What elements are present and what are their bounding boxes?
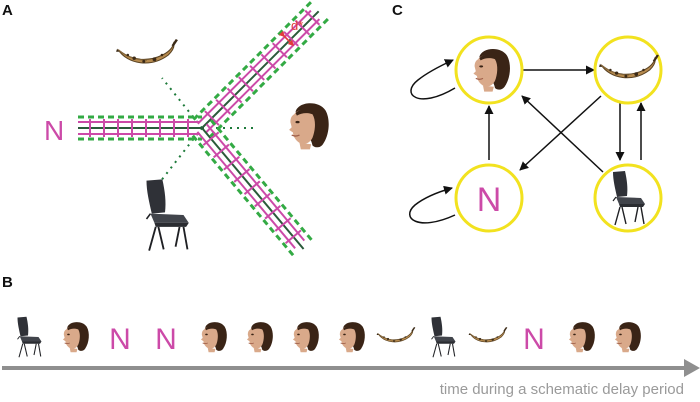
sequence-item-banana-icon	[468, 326, 508, 343]
sequence-item-n: N	[155, 323, 177, 356]
sequence-item-face-icon	[568, 321, 596, 353]
panel-a-state-space: d* N	[44, 0, 332, 260]
sequence-item-banana-icon	[376, 326, 416, 343]
distance-marker: d*	[278, 18, 303, 47]
panel-label-b: B	[2, 274, 13, 291]
node-n: N	[454, 163, 524, 233]
sequence-item-face-icon	[62, 321, 90, 353]
sequence-item-n: N	[109, 323, 131, 356]
time-axis-arrowhead	[684, 359, 700, 377]
panel-label-c: C	[392, 2, 403, 19]
node-banana	[593, 35, 663, 105]
sequence-item-face-icon	[246, 321, 274, 353]
sequence-item-face-icon	[292, 321, 320, 353]
node-face	[454, 35, 524, 105]
sequence-item-face-icon	[614, 321, 642, 353]
graph-edges	[409, 59, 646, 224]
edge-n-n	[409, 185, 456, 224]
sequence-item-face-icon	[200, 321, 228, 353]
edge-face-face	[410, 59, 456, 100]
edge-chair-face	[521, 95, 604, 173]
chair-icon	[145, 178, 190, 252]
distance-label: d*	[291, 18, 303, 33]
arm-n	[78, 115, 202, 141]
panel-c-transition-graph: N	[409, 35, 663, 233]
arm-lower	[191, 119, 316, 260]
panel-a-dotted-dividers	[159, 77, 258, 183]
sequence-item-n: N	[523, 323, 545, 356]
sequence-item-chair-icon	[430, 316, 457, 358]
panel-label-a: A	[2, 2, 13, 19]
n-label-a: N	[44, 115, 64, 146]
sequence-item-chair-icon	[16, 316, 43, 358]
time-axis-label: time during a schematic delay period	[440, 381, 684, 398]
node-n-label: N	[477, 181, 502, 219]
sequence-item-face-icon	[338, 321, 366, 353]
face-icon	[288, 102, 330, 151]
arm-upper	[192, 0, 332, 138]
banana-icon	[115, 38, 179, 64]
node-chair	[593, 163, 663, 233]
